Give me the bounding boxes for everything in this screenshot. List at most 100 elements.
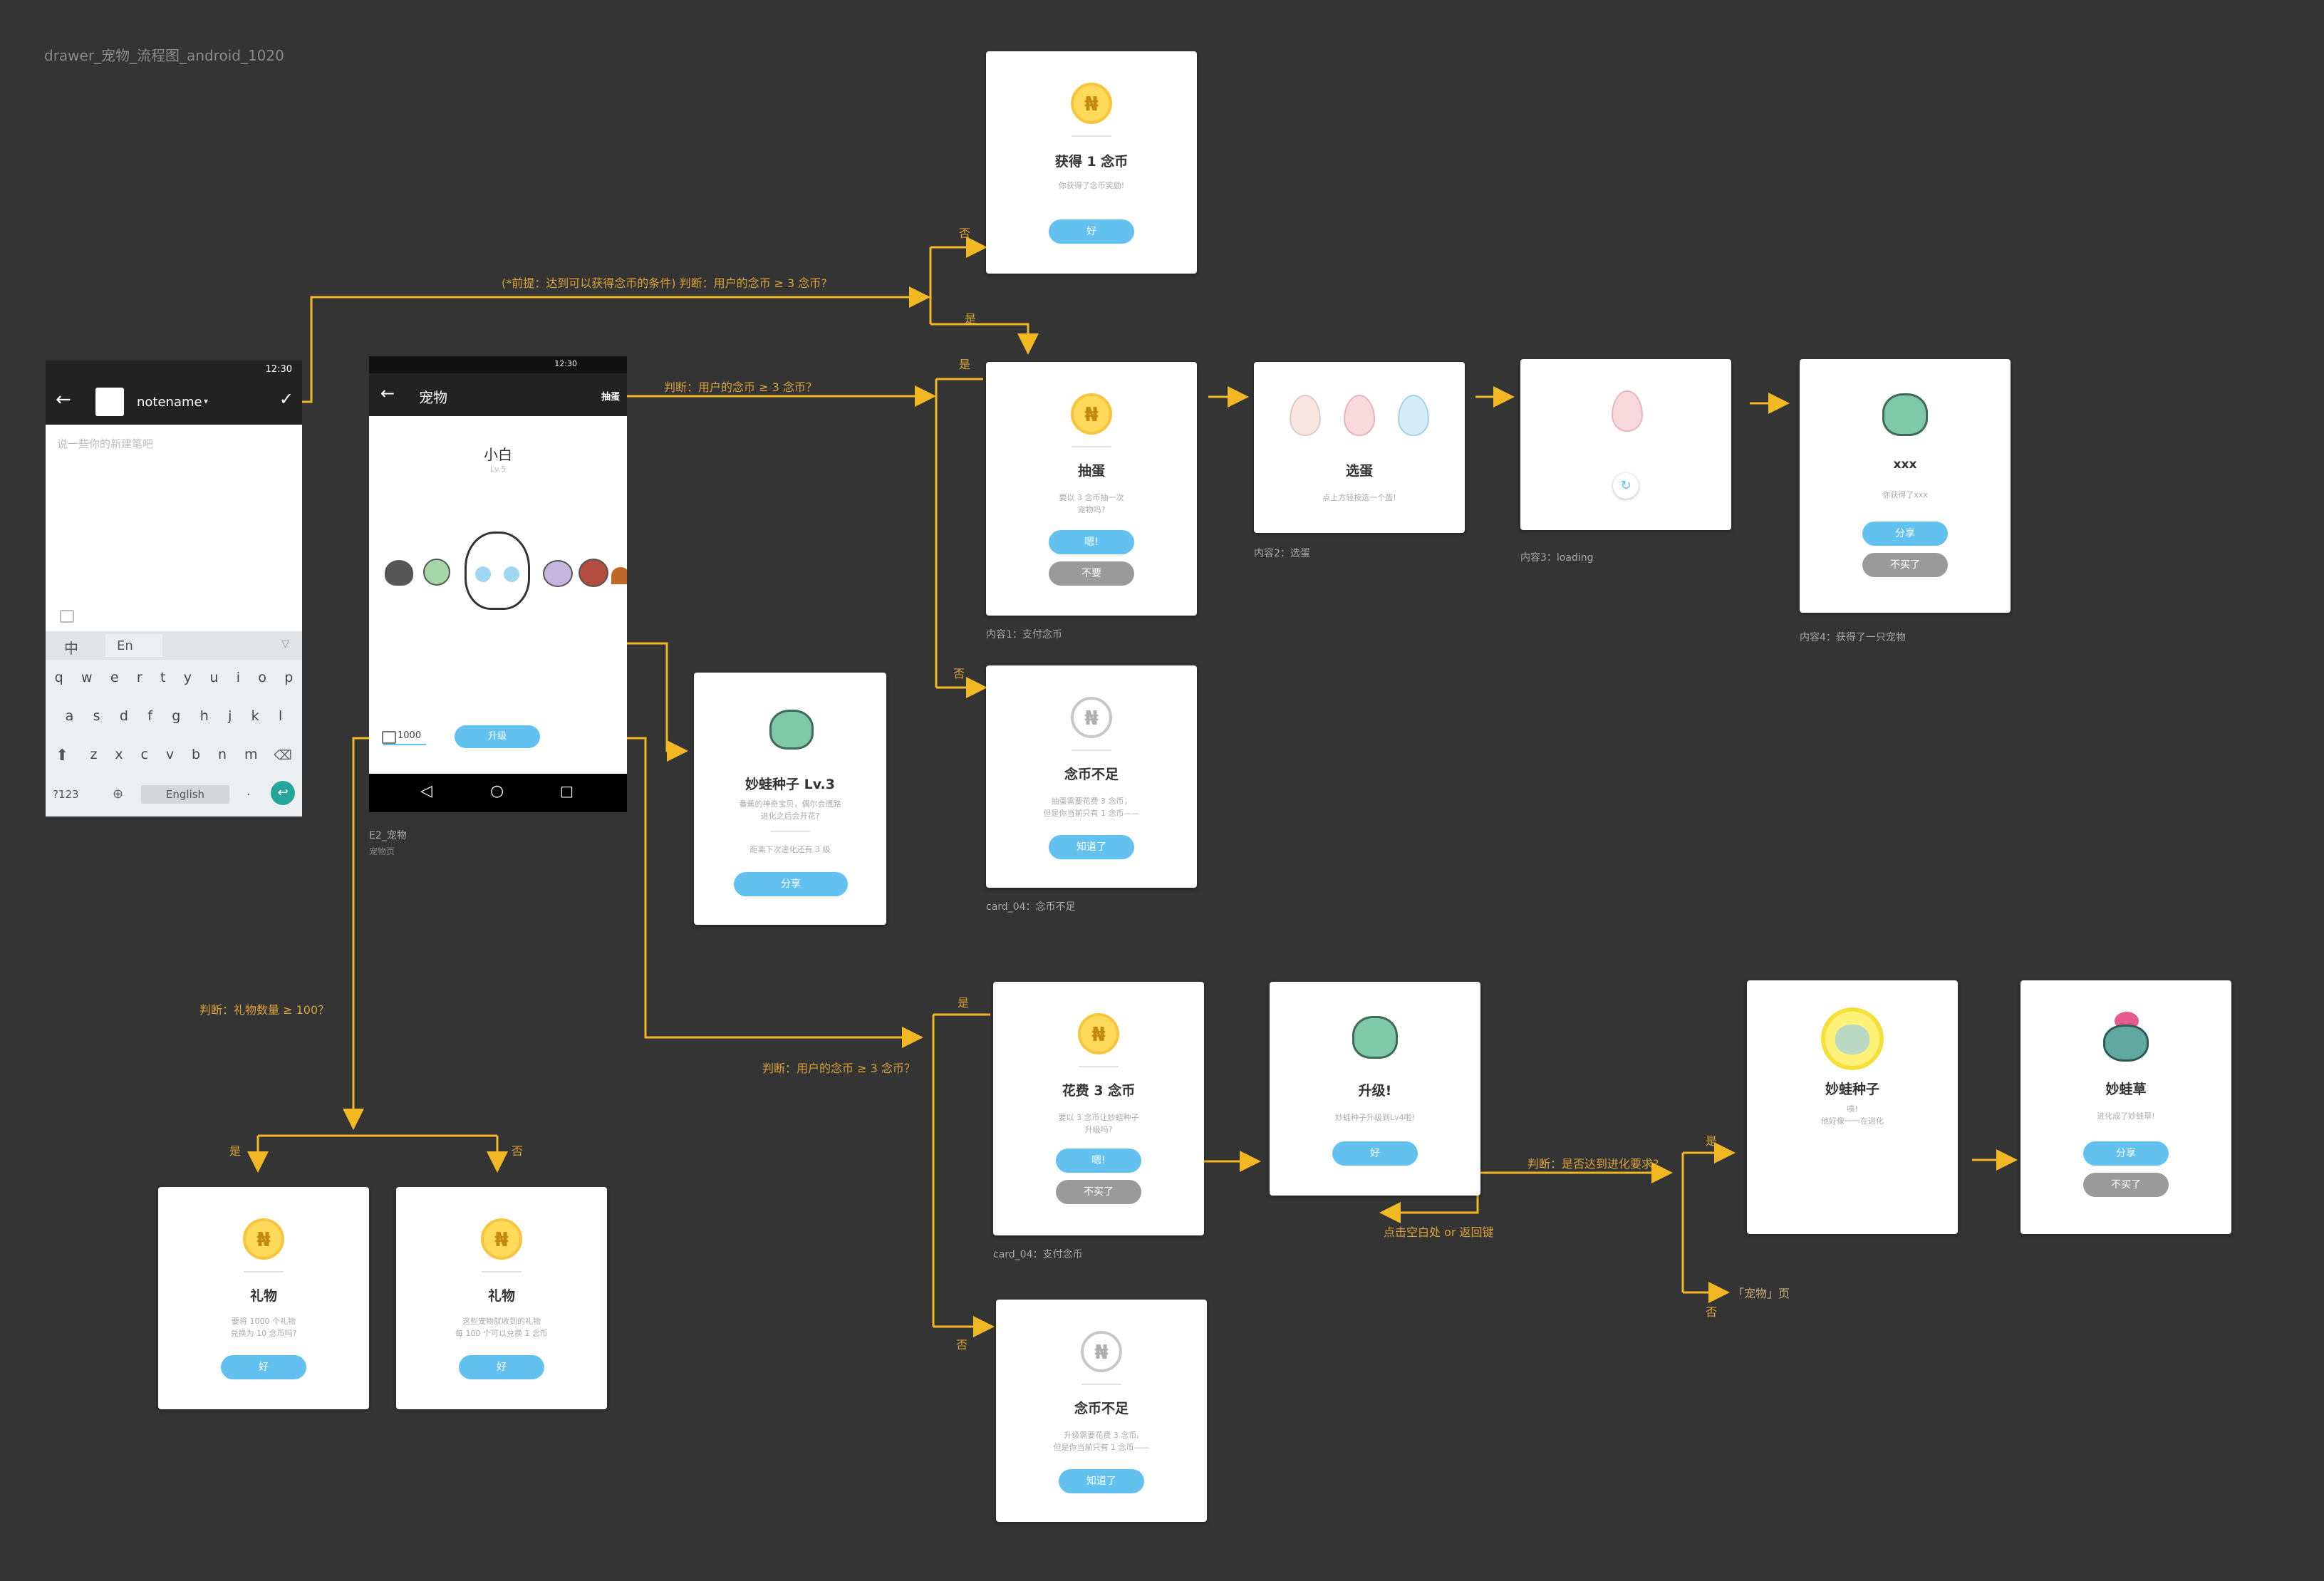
gift-count[interactable]: 1000 bbox=[398, 730, 422, 741]
card-text: 咦! 他好像一一在进化 bbox=[1821, 1104, 1884, 1126]
key-e[interactable]: e bbox=[110, 670, 119, 685]
back-arrow-icon[interactable]: ← bbox=[380, 383, 395, 403]
lang-en[interactable]: En bbox=[117, 638, 133, 653]
pet-thumb-4[interactable] bbox=[579, 559, 608, 587]
note-input[interactable]: 说一些你的新建笔吧 bbox=[57, 437, 154, 450]
pet-selected-cat[interactable] bbox=[465, 532, 530, 610]
period-key[interactable]: . bbox=[247, 784, 251, 799]
key-t[interactable]: t bbox=[160, 670, 166, 685]
cancel-button[interactable]: 不要 bbox=[1049, 561, 1134, 586]
egg-3[interactable] bbox=[1398, 395, 1429, 436]
key-i[interactable]: i bbox=[236, 670, 240, 685]
key-u[interactable]: u bbox=[209, 670, 219, 685]
egg-2[interactable] bbox=[1344, 395, 1375, 436]
got-it-button[interactable]: 知道了 bbox=[1059, 1469, 1144, 1493]
card-text: 点上方轻按选一个蛋! bbox=[1322, 493, 1396, 502]
symbols-key[interactable]: ?123 bbox=[53, 788, 79, 801]
pet-thumb-5[interactable] bbox=[611, 567, 627, 584]
egg-1[interactable] bbox=[1290, 395, 1321, 436]
card-loading: ↻ bbox=[1520, 359, 1731, 530]
label-yes-evolve: 是 bbox=[1706, 1134, 1718, 1148]
got-it-button[interactable]: 知道了 bbox=[1049, 835, 1134, 859]
ok-button[interactable]: 好 bbox=[221, 1355, 306, 1379]
label-judge-upgrade: 判断：用户的念币 ≥ 3 念币？ bbox=[762, 1062, 915, 1075]
key-c[interactable]: c bbox=[140, 747, 148, 762]
collapse-icon[interactable]: ▽ bbox=[281, 638, 289, 650]
bulbasaur-icon bbox=[769, 710, 814, 750]
draw-egg-button[interactable]: 抽蛋 bbox=[601, 392, 620, 403]
confirm-button[interactable]: 嗯! bbox=[1049, 530, 1134, 554]
key-o[interactable]: o bbox=[258, 670, 266, 685]
globe-icon[interactable]: ⊕ bbox=[113, 787, 124, 802]
nav-home-icon[interactable]: ○ bbox=[490, 782, 504, 800]
pet-thumb-1[interactable] bbox=[385, 560, 413, 586]
label-pet-page: 「宠物」页 bbox=[1733, 1287, 1790, 1300]
pet-thumb-3[interactable] bbox=[543, 560, 573, 587]
key-v[interactable]: v bbox=[165, 747, 175, 762]
status-time: 12:30 bbox=[265, 364, 292, 375]
cancel-button[interactable]: 不买了 bbox=[1056, 1180, 1141, 1204]
confirm-button[interactable]: 嗯! bbox=[1056, 1149, 1141, 1173]
key-j[interactable]: j bbox=[228, 708, 232, 724]
key-g[interactable]: g bbox=[172, 708, 181, 724]
ok-button[interactable]: 好 bbox=[459, 1355, 544, 1379]
card-title: 妙蛙种子 Lv.3 bbox=[745, 777, 835, 792]
key-f[interactable]: f bbox=[147, 708, 152, 724]
cancel-button[interactable]: 不买了 bbox=[1862, 553, 1948, 577]
enter-icon[interactable]: ↩ bbox=[271, 781, 295, 805]
card-draw-egg: ₦ 抽蛋 要以 3 念币抽一次 宠物吗? 嗯! 不要 bbox=[986, 362, 1197, 616]
key-z[interactable]: z bbox=[90, 747, 98, 762]
chevron-down-icon[interactable]: ▾ bbox=[204, 396, 209, 406]
key-w[interactable]: w bbox=[81, 670, 93, 685]
note-title[interactable]: notename bbox=[137, 395, 202, 410]
check-icon[interactable]: ✓ bbox=[279, 389, 294, 409]
status-bar: 12:30 bbox=[46, 361, 302, 379]
key-n[interactable]: n bbox=[217, 747, 227, 762]
cancel-button[interactable]: 不买了 bbox=[2083, 1173, 2169, 1197]
key-b[interactable]: b bbox=[192, 747, 201, 762]
key-y[interactable]: y bbox=[183, 670, 192, 685]
card-text: 要以 3 念币让妙蛙种子 升级吗? bbox=[1058, 1113, 1139, 1134]
key-p[interactable]: p bbox=[284, 670, 294, 685]
gift-icon[interactable] bbox=[382, 731, 396, 744]
pet-thumb-2[interactable] bbox=[423, 559, 450, 586]
ok-button[interactable]: 好 bbox=[1332, 1141, 1418, 1166]
upgrade-button[interactable]: 升级 bbox=[455, 725, 540, 748]
refresh-icon: ↻ bbox=[1613, 473, 1639, 499]
image-icon[interactable] bbox=[60, 610, 74, 623]
card-gift-info: ₦ 礼物 这些宠物就收到的礼物 每 100 个可以兑换 1 念币 好 bbox=[396, 1187, 607, 1409]
key-h[interactable]: h bbox=[199, 708, 209, 724]
key-s[interactable]: s bbox=[93, 708, 100, 724]
nav-recent-icon[interactable]: □ bbox=[560, 782, 574, 799]
back-arrow-icon[interactable]: ← bbox=[56, 389, 71, 410]
share-button[interactable]: 分享 bbox=[1862, 522, 1948, 546]
ok-button[interactable]: 好 bbox=[1049, 219, 1134, 244]
key-x[interactable]: x bbox=[115, 747, 123, 762]
card-text-level: 距离下次进化还有 3 级 bbox=[749, 845, 831, 854]
egg-selected bbox=[1612, 390, 1643, 432]
label-yes-top: 是 bbox=[965, 312, 977, 326]
key-q[interactable]: q bbox=[54, 670, 63, 685]
glowing-bulbasaur-icon bbox=[1825, 1012, 1879, 1066]
key-m[interactable]: m bbox=[244, 747, 258, 762]
card-title: 选蛋 bbox=[1345, 463, 1373, 479]
shift-icon[interactable]: ⬆ bbox=[56, 747, 69, 764]
key-r[interactable]: r bbox=[136, 670, 142, 685]
card-title: 念币不足 bbox=[1064, 767, 1119, 782]
share-button[interactable]: 分享 bbox=[2083, 1141, 2169, 1166]
backspace-icon[interactable]: ⌫ bbox=[274, 748, 292, 763]
nav-back-icon[interactable]: ◁ bbox=[420, 782, 432, 800]
space-key[interactable]: English bbox=[141, 785, 229, 804]
key-d[interactable]: d bbox=[119, 708, 128, 724]
share-button[interactable]: 分享 bbox=[734, 872, 848, 896]
page-title: 宠物 bbox=[419, 389, 447, 406]
coin-icon: ₦ bbox=[1071, 83, 1112, 124]
key-k[interactable]: k bbox=[251, 708, 259, 724]
avatar[interactable] bbox=[95, 388, 124, 416]
key-l[interactable]: l bbox=[279, 708, 283, 724]
lang-zh[interactable]: 中 bbox=[64, 640, 78, 657]
key-a[interactable]: a bbox=[65, 708, 74, 724]
